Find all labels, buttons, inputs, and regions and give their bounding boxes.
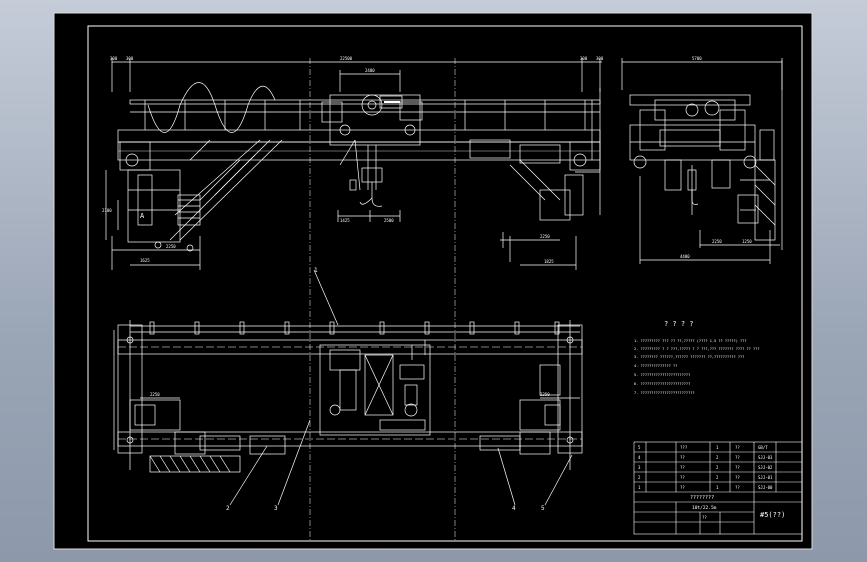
dim-side-bottom-b: 2250	[712, 239, 722, 244]
bom-row-name: ??	[680, 455, 685, 460]
dim-left-offset-b: 300	[126, 56, 134, 61]
dim-height-left: 2100	[102, 208, 112, 213]
bom-row-code: GB/T	[758, 445, 768, 450]
bom-row-name: ??	[680, 485, 685, 490]
bom-row-qty: 2	[716, 475, 719, 480]
bom-row-code: SJJ-03	[758, 455, 773, 460]
dim-right-offset-b: 300	[596, 56, 604, 61]
callout-3: 3	[274, 505, 278, 512]
dim-right-offset-a: 300	[580, 56, 588, 61]
callout-1: 1	[314, 267, 318, 274]
dim-hook-a: 1425	[340, 218, 350, 223]
note-1: 1. ????????? ??? ?? ??,????? (???? 1.5 ?…	[634, 339, 747, 343]
bom-row-no: 4	[638, 455, 641, 460]
bom-table: 5 ??? 1 ?? GB/T 4 ?? 2 ?? SJJ-03 3 ?? 2 …	[638, 445, 773, 490]
section-label: A	[140, 212, 145, 220]
side-elevation-view	[621, 58, 783, 264]
bom-row-material: ??	[735, 475, 740, 480]
bom-row-no: 2	[638, 475, 641, 480]
note-4: 4. ?????????????? ??	[634, 364, 677, 368]
bom-row-qty: 1	[716, 485, 719, 490]
dim-bottom-left-b: 2250	[166, 244, 176, 249]
drawing-name: ????????	[690, 495, 714, 501]
front-elevation-view	[105, 58, 602, 540]
drawing-frame	[87, 25, 803, 542]
dim-hook-b: 2500	[384, 218, 394, 223]
bom-row-material: ??	[735, 465, 740, 470]
dim-left-offset-a: 300	[110, 56, 118, 61]
dim-plan-a: 2250	[150, 392, 160, 397]
note-7: 7. ?????????????????????????	[634, 391, 695, 395]
bom-row-qty: 2	[716, 455, 719, 460]
dim-trolley-width: 2400	[365, 68, 375, 73]
bom-row-material: ??	[735, 455, 740, 460]
note-2: 2. ????????? ? ? ???,????? ? ? ???,??? ?…	[634, 347, 760, 351]
bom-row-no: 3	[638, 465, 641, 470]
dim-span: 22500	[340, 56, 353, 61]
bom-row-name: ??	[680, 465, 685, 470]
dim-bottom-right-b: 1825	[544, 259, 554, 264]
bom-row-no: 5	[638, 445, 641, 450]
bom-row-code: SJJ-02	[758, 465, 773, 470]
dim-plan-b: 2250	[540, 392, 550, 397]
callout-5: 5	[541, 505, 545, 512]
callout-2: 2	[226, 505, 230, 512]
title-block	[633, 441, 803, 535]
notes-heading: ? ? ? ?	[664, 320, 694, 328]
dim-bottom-left-a: 1625	[140, 258, 150, 263]
bom-row-name: ???	[680, 445, 688, 450]
bom-row-material: ??	[735, 485, 740, 490]
callout-4: 4	[512, 505, 516, 512]
drawing-number: #5(??)	[760, 511, 785, 519]
drawing-sheet	[53, 12, 813, 550]
bom-row-code: SJJ-00	[758, 485, 773, 490]
drawing-model: 10t/22.5m	[692, 505, 717, 511]
note-5: 5. ???????????????????????	[634, 373, 690, 377]
note-3: 3. ???????? ??????,?????? ??????? ??,???…	[634, 355, 744, 359]
bom-row-qty: 1	[716, 445, 719, 450]
bom-row-material: ??	[735, 445, 740, 450]
bom-row-qty: 2	[716, 465, 719, 470]
dim-side-width: 5700	[692, 56, 702, 61]
dim-bottom-right: 2250	[540, 234, 550, 239]
plan-view	[113, 269, 583, 506]
dim-side-bottom-c: 1250	[742, 239, 752, 244]
bom-row-no: 1	[638, 485, 641, 490]
scale-label: ??	[702, 515, 707, 520]
bom-row-name: ??	[680, 475, 685, 480]
dim-side-bottom: 4400	[680, 254, 690, 259]
note-6: 6. ???????????????????????	[634, 382, 690, 386]
bom-row-code: SJJ-01	[758, 475, 773, 480]
